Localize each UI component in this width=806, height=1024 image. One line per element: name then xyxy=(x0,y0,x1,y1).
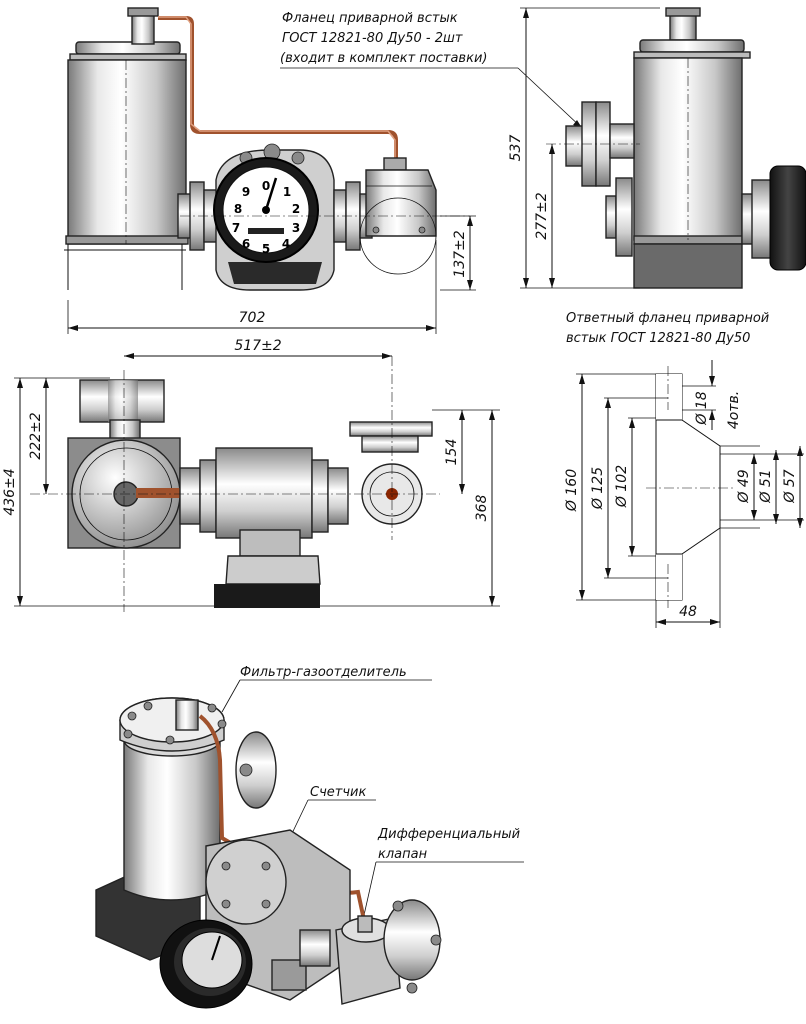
dim-filter-offset: 222±2 xyxy=(28,412,44,459)
dial-number-7: 7 xyxy=(232,221,240,235)
dial-number-8: 8 xyxy=(234,202,242,216)
dim-raised-face: Ø 102 xyxy=(614,465,630,508)
iso-filter xyxy=(119,697,227,901)
dim-axis-height-side: 277±2 xyxy=(534,192,550,239)
front-view: 0 1 2 3 4 5 6 7 8 9 xyxy=(64,7,476,334)
iso-diff-valve xyxy=(299,899,442,1005)
dial-number-5: 5 xyxy=(262,242,270,256)
dim-axis-spacing: 517±2 xyxy=(234,338,281,354)
label-counter: Счетчик xyxy=(310,785,366,800)
filter-separator-front xyxy=(64,7,189,290)
flange-section: Ответный фланец приварной встык ГОСТ 128… xyxy=(564,311,804,628)
dim-overall-width: 702 xyxy=(239,310,266,326)
side-flange-lower xyxy=(605,177,633,257)
dim-hole: Ø 18 xyxy=(694,391,710,425)
dim-valve-depth: 368 xyxy=(474,495,490,522)
side-view: Фланец приварной встык ГОСТ 12821-80 Ду5… xyxy=(280,7,806,289)
filter-separator-side xyxy=(633,7,751,289)
label-valve-line1: Дифференциальный xyxy=(377,827,520,842)
side-gauge-disk xyxy=(741,165,806,271)
dial-number-3: 3 xyxy=(292,221,300,235)
diff-valve-front xyxy=(365,157,437,237)
dim-bore: Ø 49 xyxy=(736,469,752,503)
note-flange-line3: (входит в комплект поставки) xyxy=(280,51,487,66)
counter-top xyxy=(179,447,349,608)
dim-neck: Ø 57 xyxy=(782,469,798,503)
dial-number-9: 9 xyxy=(242,185,250,199)
top-view: 517±2 436±4 222±2 154 368 xyxy=(2,338,500,612)
flange-title-line1: Ответный фланец приварной xyxy=(566,311,769,326)
dim-valve-offset: 154 xyxy=(444,439,460,466)
label-filter: Фильтр-газоотделитель xyxy=(240,665,407,680)
bypass-pipe-front xyxy=(158,16,398,160)
dim-bolt-circle: Ø 125 xyxy=(590,467,606,510)
iso-view: Фильтр-газоотделитель Счетчик Дифференци… xyxy=(95,665,524,1009)
note-flange-line2: ГОСТ 12821-80 Ду50 - 2шт xyxy=(282,31,463,46)
dim-hole-count: 4отв. xyxy=(726,391,742,429)
dial-number-1: 1 xyxy=(283,185,291,199)
dial-number-2: 2 xyxy=(292,202,300,216)
dial-number-4: 4 xyxy=(282,237,290,251)
label-valve-line2: клапан xyxy=(378,847,428,862)
dim-length: 48 xyxy=(679,604,697,620)
flange-title-line2: встык ГОСТ 12821-80 Ду50 xyxy=(566,331,750,346)
dial-number-0: 0 xyxy=(262,179,270,193)
dim-pipe-outer: Ø 51 xyxy=(758,469,774,503)
dim-total-height: 537 xyxy=(508,135,524,162)
dial-number-6: 6 xyxy=(242,237,250,251)
dial-gauge: 0 1 2 3 4 5 6 7 8 9 xyxy=(213,157,319,263)
diff-valve-top xyxy=(349,421,433,525)
note-flange-line1: Фланец приварной встык xyxy=(282,11,458,26)
iso-gauge xyxy=(159,919,253,1009)
dim-axis-height-front: 137±2 xyxy=(452,230,468,277)
dim-total-depth: 436±4 xyxy=(2,468,18,515)
dim-outer-diameter: Ø 160 xyxy=(564,469,580,512)
